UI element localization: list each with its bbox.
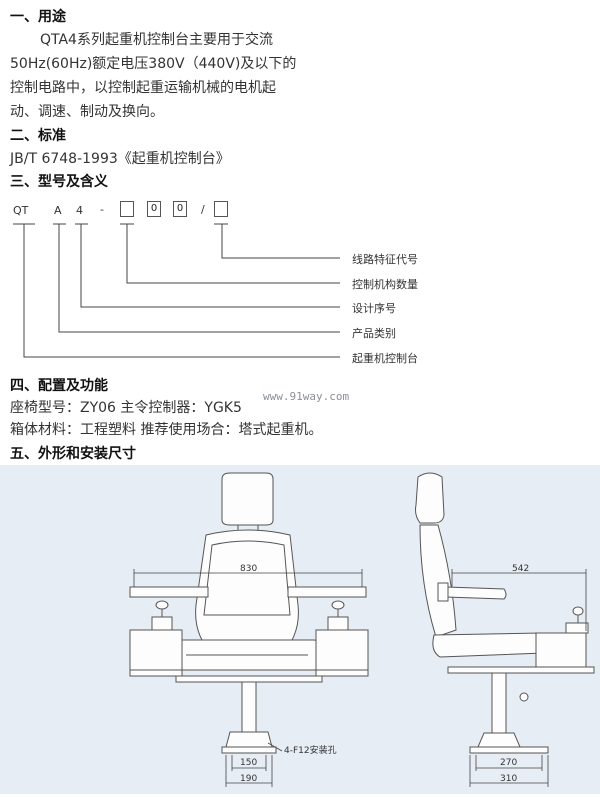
heading-config: 四、配置及功能 [10,378,108,394]
dimension-drawing-panel: 830 150 190 4-F12安装孔 [0,465,600,794]
heading-dimensions: 五、外形和安装尺寸 [10,446,136,462]
usage-line-2: 50Hz(60Hz)额定电压380V（440V)及以下的 [10,56,297,72]
watermark: www.91way.com [263,390,350,403]
usage-line-1: QTA4系列起重机控制台主要用于交流 [40,32,273,48]
code-qt: QT [13,204,29,217]
code-slash: / [201,203,205,216]
dim-hole-note: 4-F12安装孔 [284,744,337,756]
label-product-type: 产品类别 [352,327,396,340]
code-box-0b: 0 [173,201,187,217]
dim-side-depth: 542 [512,564,529,574]
config-line-2: 箱体材料：工程塑料 推荐使用场合：塔式起重机。 [10,422,323,438]
dim-front-width: 830 [240,564,257,574]
label-design-serial: 设计序号 [352,302,396,315]
code-box-blank [120,201,134,217]
standard-text: JB/T 6748-1993《起重机控制台》 [10,151,230,167]
heading-standard: 二、标准 [10,128,66,144]
console-drawing: 830 150 190 4-F12安装孔 [129,472,595,787]
code-4: 4 [76,204,83,217]
code-a: A [54,204,62,217]
dim-side-base1: 270 [500,758,517,768]
code-dash: - [100,203,104,216]
label-crane-console: 起重机控制台 [352,352,418,365]
dim-front-base2: 190 [240,774,257,784]
heading-usage: 一、用途 [10,9,66,25]
config-line-1: 座椅型号：ZY06 主令控制器：YGK5 [10,400,242,416]
label-control-count: 控制机构数量 [352,278,418,291]
dim-side-base2: 310 [500,774,517,784]
code-box-0a: 0 [147,201,161,217]
label-line-feature: 线路特征代号 [352,253,418,266]
dim-front-base1: 150 [240,758,257,768]
heading-model: 三、型号及含义 [10,174,108,190]
model-connector-lines [13,223,340,358]
usage-line-3: 控制电路中，以控制起重运输机械的电机起 [10,80,276,96]
usage-line-4: 动、调速、制动及换向。 [10,104,164,120]
code-box-line [214,201,228,217]
